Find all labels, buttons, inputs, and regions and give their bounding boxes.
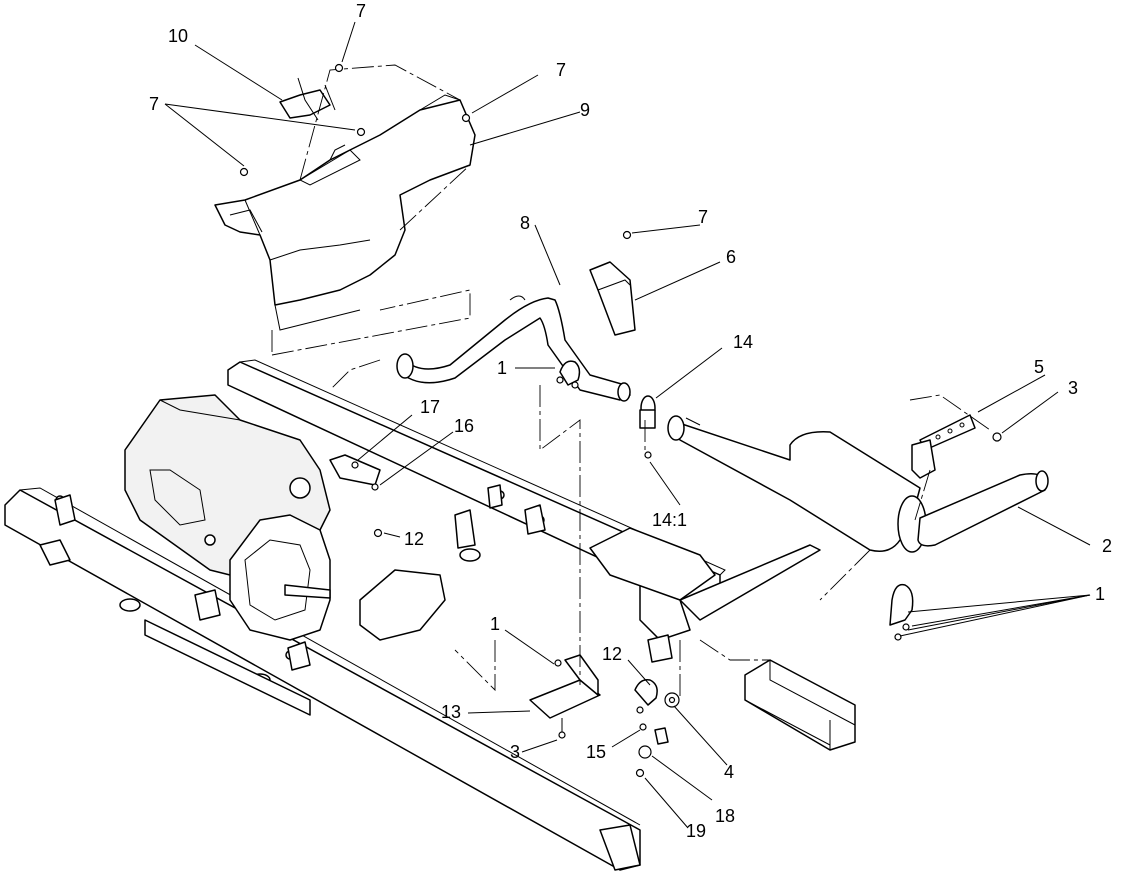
clamp-part-1-right: [889, 583, 914, 641]
callout-5: 5: [1034, 357, 1044, 377]
tube-section: [744, 659, 856, 751]
leader-lines: [164, 21, 1091, 829]
nut-part-12: [373, 528, 383, 538]
bolt-part-17: [351, 461, 359, 469]
clamp-part-12-lower: [634, 678, 658, 714]
clamp-part-14: [639, 395, 656, 459]
frame-assembly: [4, 359, 821, 871]
callout-14: 14: [733, 332, 753, 352]
callout-13: 13: [441, 702, 461, 722]
callout-3-lower: 3: [510, 742, 520, 762]
callout-1-lower: 1: [490, 614, 500, 634]
callout-10: 10: [168, 26, 188, 46]
spacer-part-15b: [654, 727, 669, 745]
callout-17: 17: [420, 397, 440, 417]
nut-part-16: [371, 483, 379, 491]
callout-16: 16: [454, 416, 474, 436]
nut-part-19: [635, 768, 645, 778]
callout-6: 6: [726, 247, 736, 267]
strap-part-5: [911, 414, 976, 479]
callout-4: 4: [724, 762, 734, 782]
callout-12-lower: 12: [602, 644, 622, 664]
callout-8: 8: [520, 213, 530, 233]
callout-19: 19: [686, 821, 706, 841]
callout-15: 15: [586, 742, 606, 762]
callout-1-upper: 1: [497, 358, 507, 378]
heat-shield-part-9: [214, 94, 476, 331]
callout-7-shield: 7: [698, 207, 708, 227]
exhaust-pipe-part-8: [396, 295, 631, 402]
shield-part-6: [589, 261, 636, 336]
callout-9: 9: [580, 100, 590, 120]
callout-2: 2: [1102, 536, 1112, 556]
callout-7-left: 7: [149, 94, 159, 114]
callout-1-right: 1: [1095, 584, 1105, 604]
bracket-part-10: [279, 77, 336, 121]
callout-18: 18: [715, 806, 735, 826]
callout-labels: 7 10 7 7 9 8 7 6 1 14 5 3 17 16 14:1 12 …: [149, 1, 1112, 841]
callout-3-right: 3: [1068, 378, 1078, 398]
muffler-part-2: [667, 415, 1049, 553]
callout-12-upper: 12: [404, 529, 424, 549]
nut-part-7-group: [239, 63, 1002, 442]
nut-part-15: [639, 723, 647, 731]
callout-14-1: 14:1: [652, 510, 687, 530]
bracket-part-13: [529, 654, 601, 739]
callout-7-top: 7: [356, 1, 366, 21]
callout-7-upper-right: 7: [556, 60, 566, 80]
clamp-part-1-upper: [556, 360, 581, 389]
fitting-part-18: [638, 745, 652, 759]
